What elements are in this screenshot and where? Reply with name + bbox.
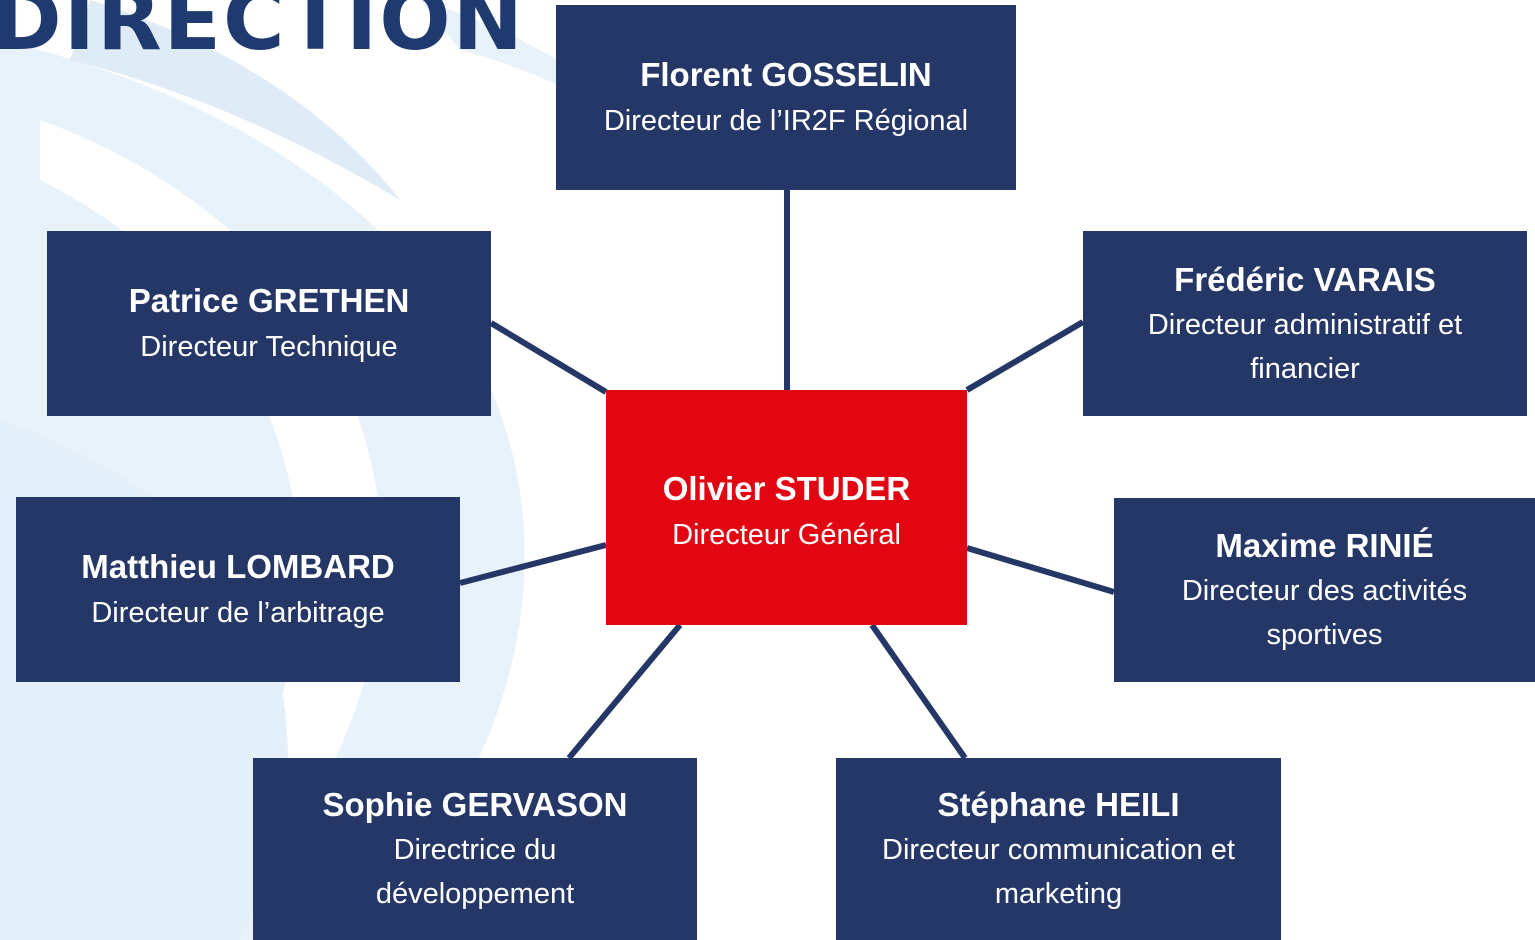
connector-heili <box>869 623 968 760</box>
director-role: Directeur de l’arbitrage <box>91 596 385 629</box>
director-role: Directrice du développement <box>375 834 575 910</box>
director-box-lombard: Matthieu LOMBARD Directeur de l’arbitrag… <box>16 497 460 682</box>
director-general-name: Olivier STUDER <box>662 470 911 507</box>
director-role: Directeur Technique <box>140 330 398 363</box>
director-box-heili: Stéphane HEILI Directeur communication e… <box>836 758 1281 940</box>
director-name: Florent GOSSELIN <box>640 55 932 93</box>
director-box-varais: Frédéric VARAIS Directeur administratif … <box>1083 231 1527 416</box>
connector-rinie <box>966 545 1115 595</box>
director-box-gervason: Sophie GERVASON Directrice du développem… <box>253 758 697 940</box>
director-role: Directeur des activités sportives <box>1181 575 1468 651</box>
connector-grethen <box>489 320 608 395</box>
director-name: Frédéric VARAIS <box>1174 260 1436 298</box>
page-title: DIRECTION <box>0 0 525 69</box>
director-name: Patrice GRETHEN <box>128 281 410 319</box>
director-box-studer: Olivier STUDER Directeur Général <box>606 390 967 625</box>
director-name: Sophie GERVASON <box>322 786 628 823</box>
director-general-role: Directeur Général <box>672 519 901 551</box>
director-name: Stéphane HEILI <box>937 786 1180 823</box>
director-role: Directeur communication et marketing <box>882 834 1235 910</box>
connector-lombard <box>459 542 607 586</box>
connector-gervason <box>566 623 683 760</box>
director-box-rinie: Maxime RINIÉ Directeur des activités spo… <box>1114 498 1535 682</box>
director-name: Maxime RINIÉ <box>1215 527 1434 564</box>
director-box-gosselin: Florent GOSSELIN Directeur de l’IR2F Rég… <box>556 5 1016 190</box>
director-box-grethen: Patrice GRETHEN Directeur Technique <box>47 231 491 416</box>
director-role: Directeur administratif et financier <box>1147 308 1463 385</box>
director-name: Matthieu LOMBARD <box>81 547 395 585</box>
director-role: Directeur de l’IR2F Régional <box>603 104 969 137</box>
connector-varais <box>965 319 1085 393</box>
